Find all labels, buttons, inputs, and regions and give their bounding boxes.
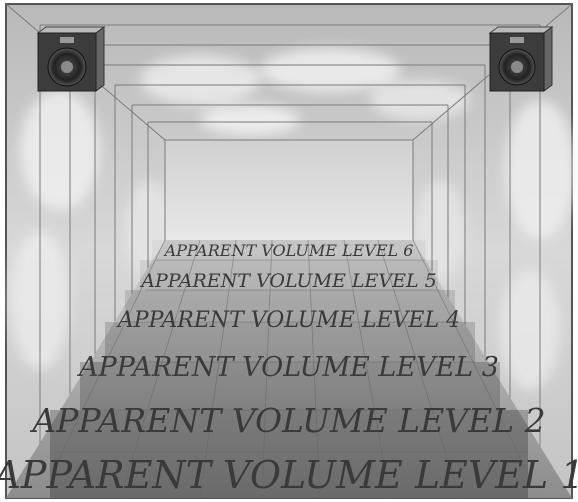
level-1-label: APPARENT VOLUME LEVEL 1: [0, 453, 578, 497]
level-4-label: APPARENT VOLUME LEVEL 4: [116, 308, 460, 333]
level-3-label: APPARENT VOLUME LEVEL 3: [76, 352, 499, 383]
right-speaker-icon: [490, 27, 552, 91]
level-6-label: APPARENT VOLUME LEVEL 6: [163, 241, 414, 260]
level-2-label: APPARENT VOLUME LEVEL 2: [29, 401, 545, 440]
back-wall: [165, 140, 413, 240]
level-5-label: APPARENT VOLUME LEVEL 5: [139, 270, 437, 292]
left-speaker-icon: [38, 27, 104, 91]
